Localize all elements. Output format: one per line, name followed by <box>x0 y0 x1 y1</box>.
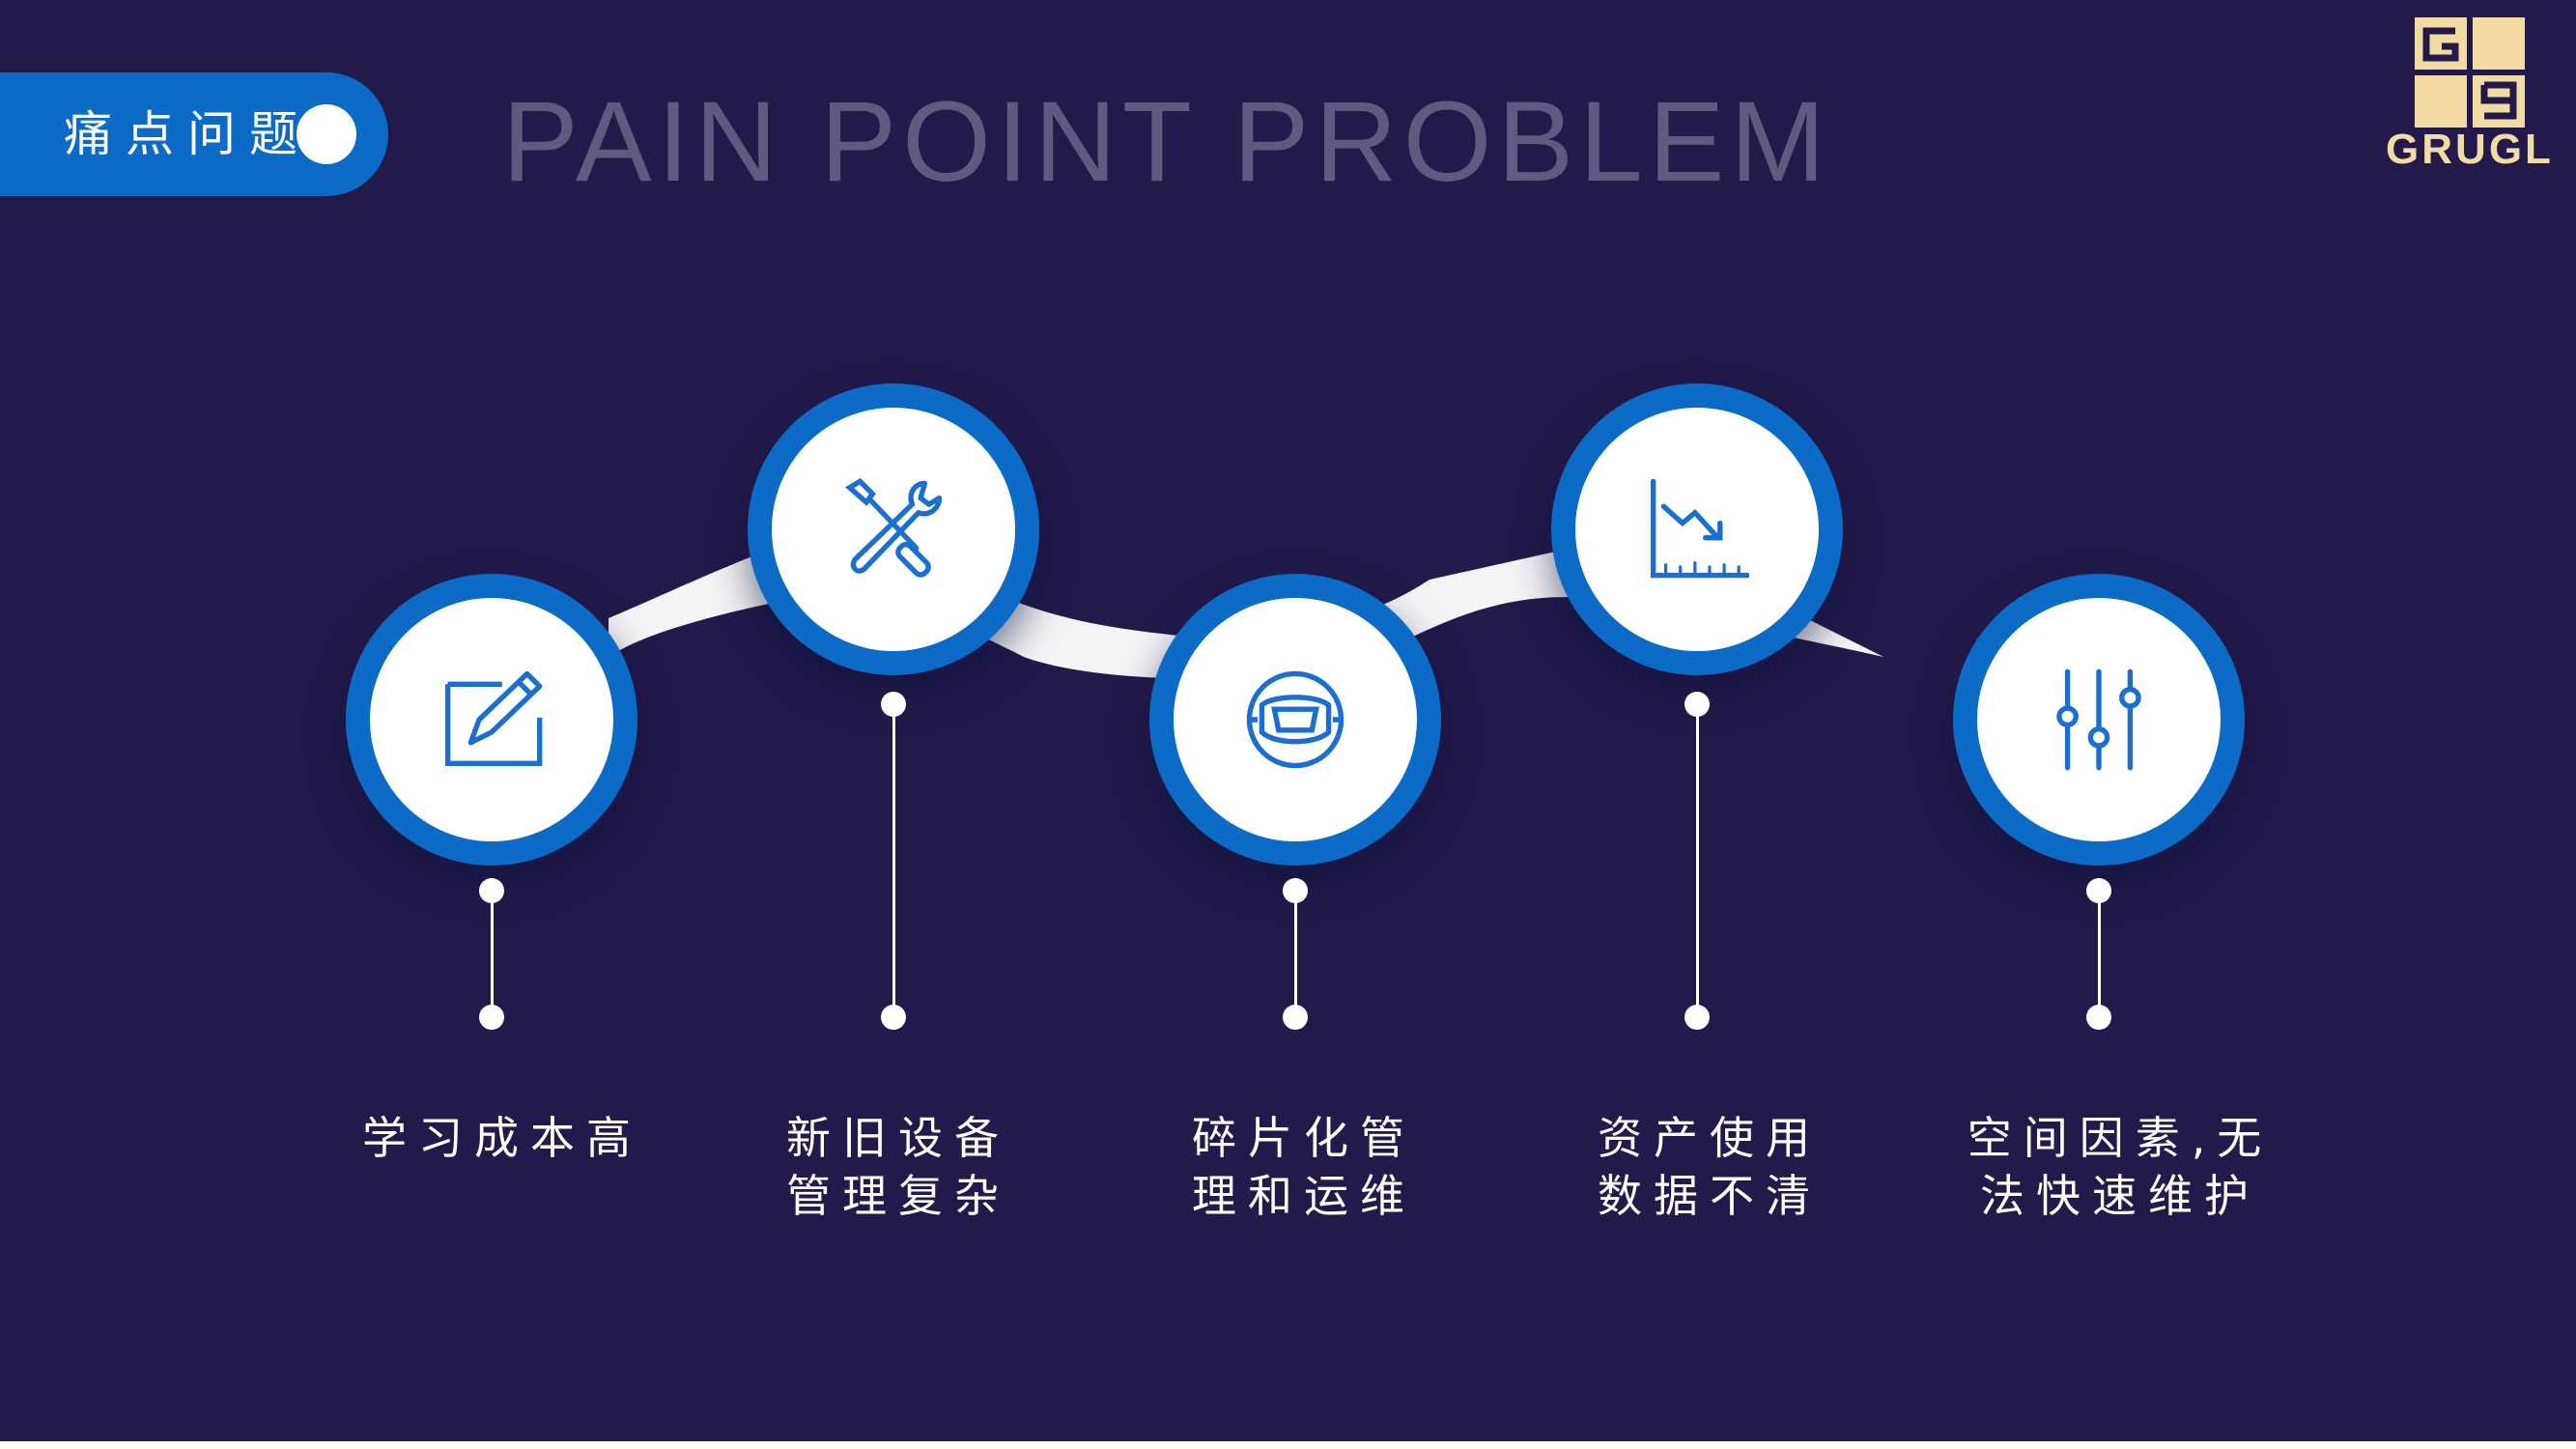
step-node-1 <box>346 574 637 866</box>
step-label-4-line-2: 数据不清 <box>1598 1170 1822 1222</box>
toggle-dot-icon <box>297 104 356 164</box>
step-label-2-line-2: 管理复杂 <box>786 1170 1010 1222</box>
step-node-4 <box>1551 384 1843 675</box>
connector-line-1 <box>491 891 494 1016</box>
step-label-3-line-1: 碎片化管 <box>1192 1112 1416 1164</box>
step-node-5 <box>1953 574 2245 866</box>
section-tag-label: 痛点问题 <box>64 106 311 162</box>
edit-pencil-icon <box>444 670 543 767</box>
step-label-5-line-2: 法快速维护 <box>1980 1170 2260 1222</box>
step-node-2 <box>748 384 1039 675</box>
step-label-1-line-1: 学习成本高 <box>362 1112 642 1164</box>
step-label-3: 碎片化管 理和运维 <box>1159 1109 1449 1225</box>
step-node-3 <box>1149 574 1441 866</box>
sliders-adjust-icon <box>2056 668 2141 771</box>
connector-dot-bottom-1 <box>479 1005 504 1030</box>
step-label-5: 空间因素,无 法快速维护 <box>1941 1109 2299 1225</box>
connector-dot-bottom-5 <box>2086 1005 2111 1030</box>
page-title: PAIN POINT PROBLEM <box>502 78 1831 206</box>
step-label-5-line-1: 空间因素,无 <box>1967 1112 2274 1164</box>
robot-vacuum-icon <box>1246 670 1345 769</box>
connector-dot-bottom-3 <box>1283 1005 1308 1030</box>
connector-dot-bottom-2 <box>881 1005 906 1030</box>
connector-line-5 <box>2098 891 2101 1016</box>
tools-wrench-screwdriver-icon <box>845 477 943 578</box>
connector-line-2 <box>892 704 895 1016</box>
bottom-strip <box>0 1441 2576 1449</box>
step-label-3-line-2: 理和运维 <box>1192 1170 1416 1222</box>
connector-dot-bottom-4 <box>1684 1005 1710 1030</box>
step-label-2: 新旧设备 管理复杂 <box>753 1109 1043 1225</box>
connector-line-3 <box>1294 891 1297 1016</box>
grugl-logo-icon <box>2415 17 2525 128</box>
logo-text: GRUGL <box>2386 126 2554 173</box>
step-label-4: 资产使用 数据不清 <box>1565 1109 1854 1225</box>
step-label-4-line-1: 资产使用 <box>1598 1112 1822 1164</box>
step-label-1: 学习成本高 <box>343 1109 662 1167</box>
step-label-2-line-1: 新旧设备 <box>786 1112 1010 1164</box>
chart-decline-icon <box>1650 478 1749 579</box>
connector-line-4 <box>1696 704 1699 1016</box>
